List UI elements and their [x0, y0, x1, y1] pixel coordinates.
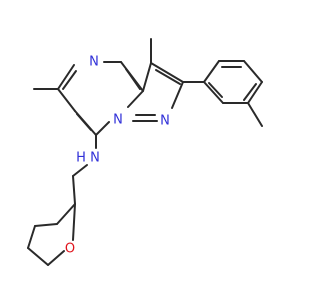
bond-lines: [27, 38, 263, 266]
atom-label-h: H: [76, 151, 86, 166]
atom-labels: N N N N H O: [65, 55, 170, 257]
atom-label-n2: N: [113, 113, 123, 128]
atom-label-nh: N: [90, 151, 100, 166]
atom-label-n3: N: [160, 114, 170, 129]
atom-label-o: O: [65, 242, 75, 257]
molecule-structure: N N N N H O: [27, 38, 263, 266]
atom-label-n1: N: [89, 55, 99, 70]
